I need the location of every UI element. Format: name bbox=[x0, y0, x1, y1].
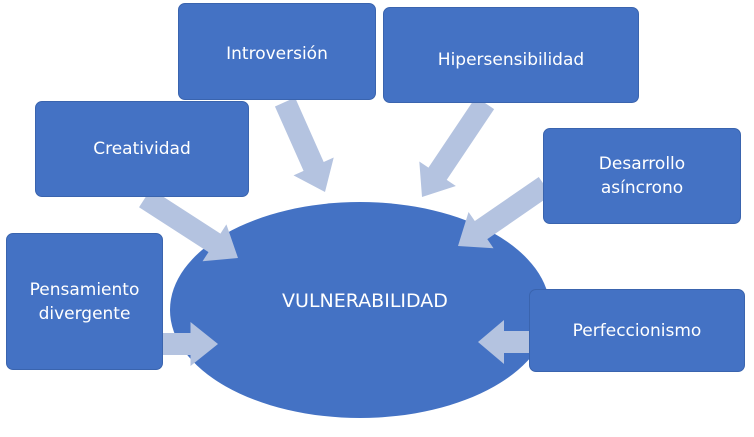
node-label: Introversión bbox=[226, 44, 328, 64]
node-desarrollo-asincrono: Desarrollo asíncrono bbox=[543, 128, 741, 224]
node-label: Hipersensibilidad bbox=[437, 50, 585, 70]
node-perfeccionismo: Perfeccionismo bbox=[529, 289, 745, 372]
node-label: Perfeccionismo bbox=[572, 320, 702, 341]
node-creatividad: Creatividad bbox=[35, 101, 249, 197]
arrow-introversion-icon bbox=[274, 97, 334, 192]
node-label: Desarrollo asíncrono bbox=[598, 154, 686, 198]
node-pensamiento-divergente: Pensamiento divergente bbox=[6, 233, 163, 370]
node-hipersensibilidad: Hipersensibilidad bbox=[383, 7, 639, 103]
node-label: Pensamiento divergente bbox=[29, 279, 140, 324]
center-label: VULNERABILIDAD bbox=[282, 290, 448, 312]
node-label: Creatividad bbox=[93, 139, 191, 159]
arrow-hipersensibilidad-icon bbox=[419, 96, 495, 197]
center-ellipse bbox=[170, 202, 550, 418]
arrow-perfeccionismo-icon bbox=[478, 320, 530, 364]
arrow-desarrollo-icon bbox=[458, 176, 552, 249]
node-introversion: Introversión bbox=[178, 3, 376, 100]
arrow-creatividad-icon bbox=[139, 188, 238, 262]
arrow-pensamiento-icon bbox=[163, 322, 218, 366]
